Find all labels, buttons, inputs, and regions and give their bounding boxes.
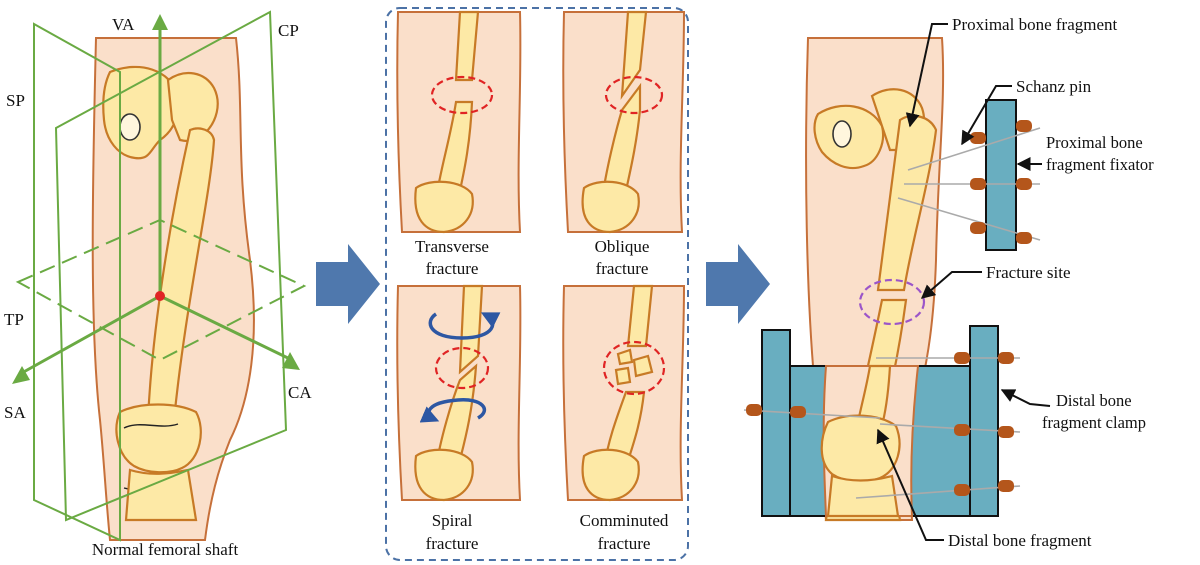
comminuted-fracture: Comminuted fracture [562,284,686,553]
distal-schanz-pins [743,352,1021,499]
label-cp: CP [278,21,299,40]
spiral-label-line2: fracture [426,534,479,553]
comminuted-condyles [581,448,640,502]
pin-clamp-icon [998,352,1014,364]
oblique-upper-fragment [620,10,648,100]
label-distal-fragment: Distal bone fragment [948,531,1092,550]
label-proximal-fragment: Proximal bone fragment [952,15,1118,34]
label-fracture-site: Fracture site [986,263,1071,282]
bone-chip-3 [614,366,632,386]
panel-fracture-fixation: Proximal bone fragment Schanz pin Proxim… [743,15,1154,550]
pin-clamp-icon [998,426,1014,438]
label-sa: SA [4,403,26,422]
rotation-arrow-bottom-icon [419,398,486,423]
fracture-site-mark [858,278,926,326]
label-ca: CA [288,383,312,402]
label-sp: SP [6,91,25,110]
pin-clamp-icon [1016,178,1032,190]
panel-normal-femur: VA CP SP TP SA CA Normal femoral shaft [4,10,312,559]
fixation-tibia-overlay [826,474,900,518]
comminuted-fracture-mark [602,340,666,396]
pin-clamp-icon [746,404,762,416]
proximal-fragment-shaft [876,114,938,292]
transverse-condyles [414,180,474,234]
distal-clamp-left-bar [761,329,791,517]
oblique-label-line2: fracture [596,259,649,278]
comminuted-upper-fragment [626,284,654,348]
pin-clamp-icon [954,424,970,436]
pin-clamp-icon [1016,232,1032,244]
comminuted-leg [562,285,686,501]
label-va: VA [112,15,135,34]
label-proximal-fixator-line2: fragment fixator [1046,155,1154,174]
femur-condyles [115,403,202,474]
transverse-fracture: Transverse fracture [396,10,522,278]
flow-arrow-2 [706,244,770,324]
pin-clamp-icon [954,484,970,496]
label-proximal-fixator-line1: Proximal bone [1046,133,1143,152]
flow-arrow-1 [316,244,380,324]
transverse-label-line2: fracture [426,259,479,278]
proximal-fixator-bar [985,99,1017,251]
pin-clamp-icon [970,178,986,190]
callout-proximal-fragment [905,23,948,128]
bone-chip-1 [616,348,634,366]
sagittal-axis [19,294,161,376]
pin-clamp-icon [954,352,970,364]
spiral-fracture: Spiral fracture [396,284,522,553]
label-tp: TP [4,310,24,329]
oblique-label-line1: Oblique [595,237,650,256]
pin-clamp-icon [1016,120,1032,132]
comminuted-label-line1: Comminuted [580,511,669,530]
pin-clamp-icon [998,480,1014,492]
callout-fracture-site [920,271,982,299]
fracture-types-frame [385,7,689,561]
oblique-condyles [581,180,640,234]
oblique-fracture: Oblique fracture [562,10,686,278]
pin-clamp-icon [790,406,806,418]
spiral-label-line1: Spiral [432,511,473,530]
rotation-arrow-top-icon [428,312,501,340]
sagittal-plane [33,22,121,542]
spiral-condyles [414,448,474,502]
transverse-fracture-mark [430,75,494,115]
obturator-hole [119,113,141,141]
fixation-obturator-hole [832,120,852,148]
oblique-fracture-mark [604,75,664,115]
coronal-plane [54,10,288,522]
transverse-plane [15,218,307,362]
vertical-axis-arrowhead [152,14,168,30]
bone-chip-2 [632,354,654,378]
sagittal-axis-arrowhead [12,366,30,384]
transverse-upper-fragment [454,10,480,82]
fixation-condyles-overlay [820,414,901,483]
comminuted-label-line2: fracture [598,534,651,553]
origin-point [155,291,165,301]
caption-normal-femoral-shaft: Normal femoral shaft [92,540,239,559]
spiral-fracture-mark [434,346,490,390]
coronal-axis [159,294,293,362]
panel-fracture-types: Transverse fracture Oblique fracture Spi… [385,7,689,561]
label-distal-clamp-line1: Distal bone [1056,391,1132,410]
femur-shaft [146,127,216,422]
callout-distal-fragment [876,428,944,541]
label-distal-clamp-line2: fragment clamp [1042,413,1146,432]
label-schanz-pin: Schanz pin [1016,77,1092,96]
pin-clamp-icon [970,132,986,144]
patella-tibia [124,468,198,522]
callout-distal-clamp [1000,389,1051,407]
coronal-axis-arrowhead [282,352,300,370]
callout-schanz-pin [961,85,1012,146]
transverse-label-line1: Transverse [415,237,489,256]
pin-clamp-icon [970,222,986,234]
